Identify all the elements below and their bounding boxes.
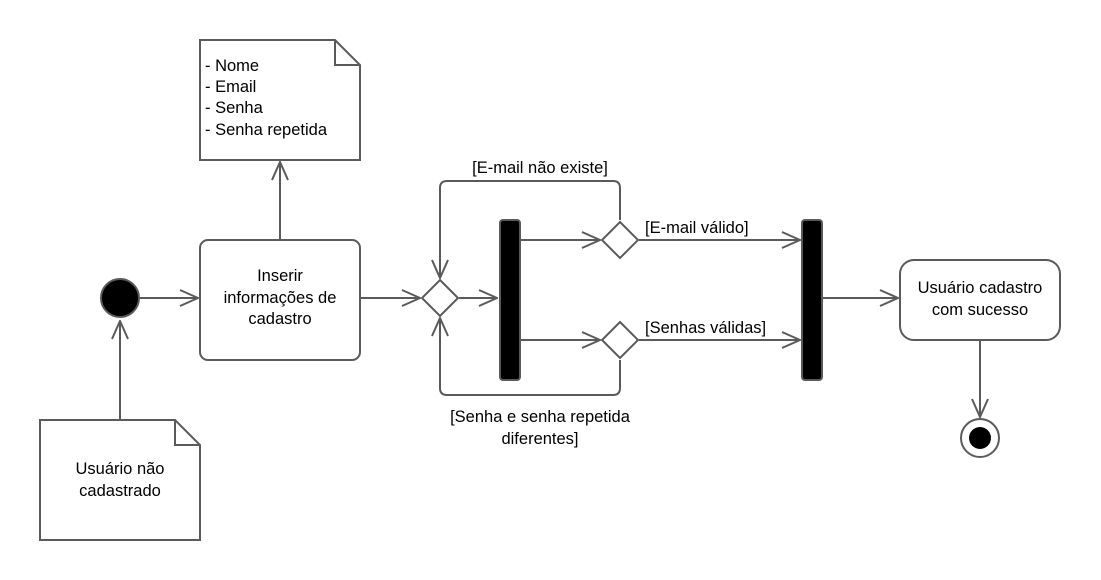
activity-user-registered: Usuário cadastro com sucesso	[899, 259, 1061, 341]
guard-email-valid: [E-mail válido]	[645, 219, 749, 237]
activity-success-line: Usuário cadastro	[918, 279, 1043, 297]
join-bar	[801, 219, 823, 381]
flow-email-not-exists-loop	[440, 180, 621, 278]
note-fields-line: - Nome	[205, 57, 259, 75]
activity-insert-info: Inserir informações de cadastro	[199, 239, 361, 361]
guard-passwords-valid: [Senhas válidas]	[645, 319, 766, 337]
note-unregistered-line: cadastrado	[79, 482, 161, 500]
activity-success-line: com sucesso	[932, 301, 1028, 319]
activity-insert-line: informações de	[224, 289, 337, 307]
initial-node	[100, 278, 140, 318]
activity-insert-line: Inserir	[257, 267, 303, 285]
note-fields-line: - Senha repetida	[205, 121, 328, 139]
merge-node	[420, 278, 460, 318]
note-unregistered-user: Usuário não cadastrado	[39, 419, 201, 541]
decision-passwords-node	[600, 320, 640, 360]
guard-passwords-different-line: diferentes]	[501, 430, 578, 448]
final-node	[960, 418, 1000, 458]
note-fields-line: - Senha	[205, 99, 264, 117]
guard-passwords-different-line: [Senha e senha repetida	[450, 408, 631, 426]
note-fields-line: - Email	[205, 78, 256, 96]
flow-passwords-different-loop	[440, 318, 621, 396]
guard-email-not-exists: [E-mail não existe]	[472, 159, 608, 177]
fork-bar	[499, 219, 521, 381]
decision-email-node	[600, 220, 640, 260]
activity-insert-line: cadastro	[248, 310, 311, 328]
note-fields: - Nome - Email - Senha - Senha repetida	[199, 39, 361, 161]
note-unregistered-line: Usuário não	[76, 460, 165, 478]
